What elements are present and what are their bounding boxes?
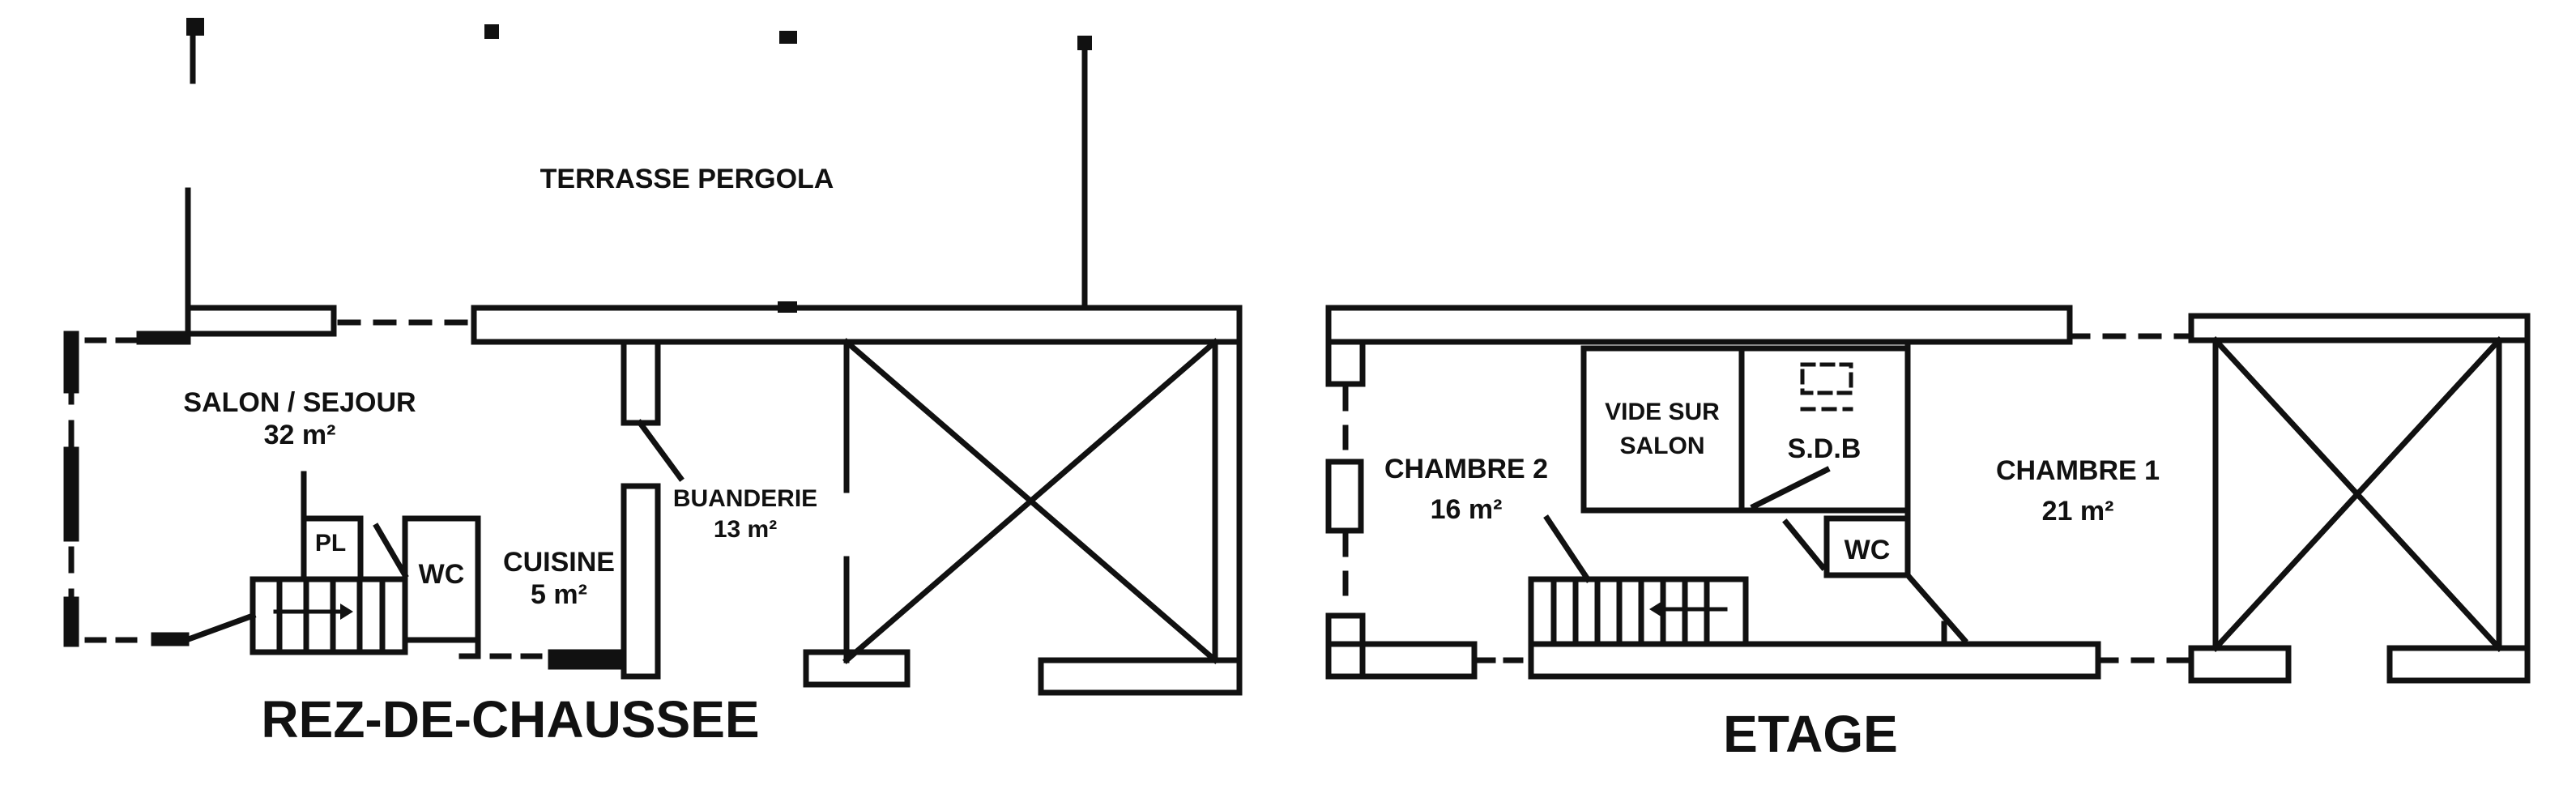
wall-segment xyxy=(136,331,191,345)
kitchen-area: 5 m² xyxy=(531,579,587,610)
living-room-label: SALON / SEJOUR xyxy=(183,387,416,418)
wall-segment xyxy=(2188,313,2531,343)
shower-icon xyxy=(1800,362,1853,395)
upper-floor-plan xyxy=(1325,305,2531,684)
ground-floor-plan xyxy=(63,18,1243,696)
living-room-area: 32 m² xyxy=(264,420,336,450)
wall-segment xyxy=(548,649,627,670)
wall-segment xyxy=(1325,339,1366,387)
wall-segment xyxy=(151,632,190,646)
bedroom-2-label: CHAMBRE 2 xyxy=(1384,454,1548,484)
void-over-salon xyxy=(1580,345,1745,514)
laundry-area: 13 m² xyxy=(714,516,777,543)
wall-segment xyxy=(803,649,911,688)
wall-segment xyxy=(1038,657,1243,696)
door-swing xyxy=(636,419,685,482)
void-diagonal xyxy=(2211,336,2503,652)
terrace-label: TERRASSE PERGOLA xyxy=(540,164,834,194)
pergola-post xyxy=(484,24,499,39)
pergola-post xyxy=(779,31,797,44)
storage-label: PL xyxy=(315,530,346,557)
wall-segment xyxy=(621,483,661,680)
bedroom-1-label: CHAMBRE 1 xyxy=(1996,455,2160,486)
wall-segment xyxy=(2188,645,2292,684)
void-label-line2: SALON xyxy=(1620,433,1705,459)
door-swing xyxy=(373,523,409,579)
upper-floor-title: ETAGE xyxy=(1723,705,1898,763)
wall-segment xyxy=(63,331,79,394)
wall-segment xyxy=(185,305,337,337)
wall-segment xyxy=(182,612,257,644)
wall-segment xyxy=(1528,641,2101,680)
bedroom-2-area: 16 m² xyxy=(1431,494,1503,525)
wc-label: WC xyxy=(1845,535,1891,565)
bedroom-1-area: 21 m² xyxy=(2042,496,2114,527)
door-swing xyxy=(1782,518,1827,571)
kitchen-label: CUISINE xyxy=(503,547,615,578)
wall-segment xyxy=(63,446,79,542)
void-diagonal xyxy=(842,338,1219,664)
bathroom-label: S.D.B xyxy=(1788,433,1862,464)
door-swing xyxy=(1904,571,1968,644)
wall-segment xyxy=(2386,645,2531,684)
wall-segment xyxy=(621,339,661,426)
ground-floor-title: REZ-DE-CHAUSSEE xyxy=(261,690,759,749)
window xyxy=(1325,459,1364,534)
wc-label: WC xyxy=(419,559,465,590)
door-swing xyxy=(1750,466,1831,510)
stair-arrow-head xyxy=(340,604,353,620)
void-label-line1: VIDE SUR xyxy=(1605,399,1720,425)
bathroom-wall xyxy=(1738,345,1911,514)
wall-segment xyxy=(1325,305,2073,345)
wall-segment xyxy=(471,305,1243,345)
wall-segment xyxy=(63,596,79,647)
wc-room xyxy=(1823,515,1911,578)
stair-arrow-head xyxy=(1649,601,1662,617)
wall-segment xyxy=(1325,641,1478,680)
door-swing xyxy=(1543,514,1592,583)
laundry-label: BUANDERIE xyxy=(673,485,817,512)
